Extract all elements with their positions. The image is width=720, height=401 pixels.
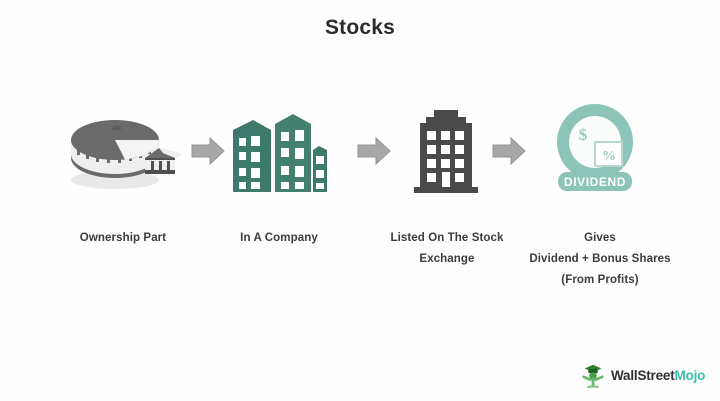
stock-exchange-building-icon (414, 110, 478, 193)
flow-step-3-label: Listed On The Stock Exchange (371, 228, 523, 270)
flow-step-1-label: Ownership Part (53, 228, 193, 249)
wallstreetmojo-logo-icon (582, 364, 604, 388)
flow-step-3-icon (398, 98, 494, 198)
flow-step-2-icon (224, 98, 334, 198)
label-line: Gives (584, 232, 616, 244)
label-line: (From Profits) (561, 274, 639, 286)
arrow-right-icon (191, 136, 225, 166)
label-line: Dividend + Bonus Shares (529, 253, 671, 265)
flow-arrow-3 (492, 136, 526, 166)
flow-step-2-label: In A Company (219, 228, 339, 249)
brand-logo: WallStreetMojo (580, 362, 705, 388)
flow-diagram: $ % DIVIDEND (0, 98, 720, 208)
office-buildings-icon (233, 114, 327, 192)
flow-arrow-2 (357, 136, 391, 166)
flow-step-4-icon: $ % DIVIDEND (535, 98, 655, 198)
brand-name-part1: WallStreet (611, 367, 675, 383)
label-line: Exchange (419, 253, 475, 265)
percent-symbol: % (602, 149, 616, 164)
dividend-banner-text: DIVIDEND (564, 175, 626, 189)
flow-arrow-1 (191, 136, 225, 166)
arrow-right-icon (492, 136, 526, 166)
flow-step-1-icon (58, 98, 188, 198)
page-title: Stocks (324, 16, 396, 39)
arrow-right-icon (357, 136, 391, 166)
brand-name-part2: Mojo (674, 367, 706, 383)
label-line: Listed On The Stock (390, 232, 504, 244)
brand-name: WallStreetMojo (611, 368, 705, 383)
pie-chart-3d-icon (71, 120, 181, 189)
dollar-symbol: $ (579, 125, 588, 144)
label-line: In A Company (240, 232, 318, 244)
dividend-badge-icon: $ % DIVIDEND (557, 104, 633, 191)
flow-step-4-label: Gives Dividend + Bonus Shares (From Prof… (505, 228, 695, 291)
label-line: Ownership Part (79, 232, 167, 244)
